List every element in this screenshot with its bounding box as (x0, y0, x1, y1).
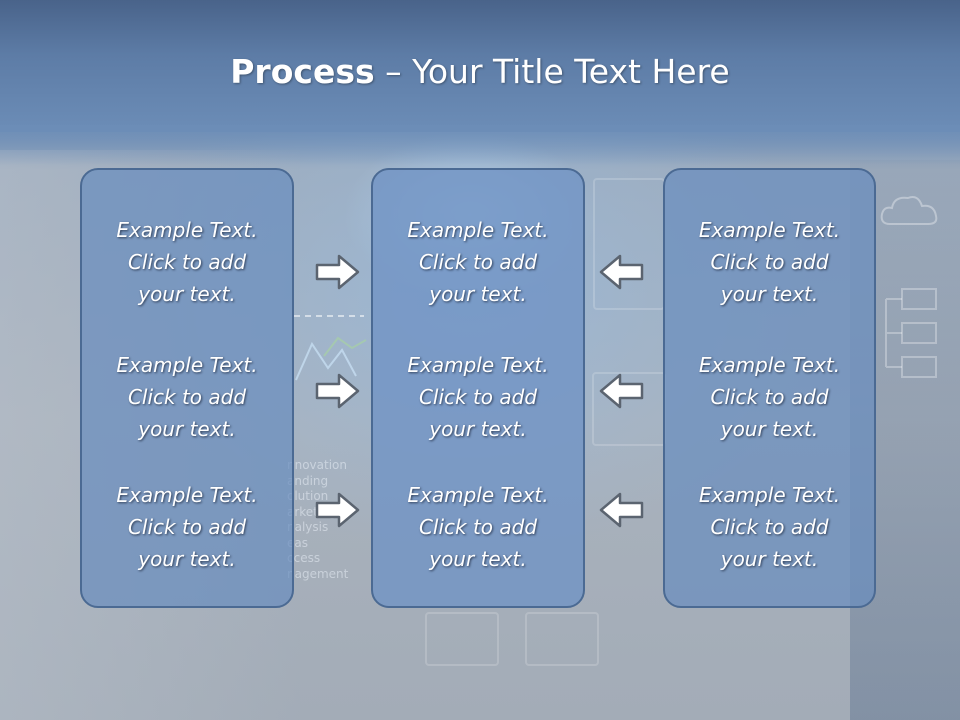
slide-title-bold: Process (230, 52, 375, 91)
text-block[interactable]: Example Text. Click to add your text. (373, 349, 583, 445)
text-line: your text. (720, 547, 819, 571)
left-arrow-icon[interactable] (597, 371, 645, 411)
background-word-list: nnovation anding olution arketing nalysi… (287, 458, 377, 582)
background-word: nalysis (287, 520, 329, 534)
text-line: Click to add (127, 515, 247, 539)
background-word: olution (287, 489, 329, 503)
process-box-left[interactable]: Example Text. Click to add your text. Ex… (80, 168, 294, 608)
text-line: Example Text. (407, 218, 549, 242)
cloud-icon (880, 196, 938, 225)
text-line: your text. (429, 417, 527, 441)
text-line: Click to add (418, 250, 538, 274)
text-line: Click to add (710, 385, 829, 409)
text-block[interactable]: Example Text. Click to add your text. (82, 214, 292, 310)
slide-title-rest: – Your Title Text Here (374, 52, 730, 91)
background-word: nnovation (287, 458, 347, 472)
line-graph-icon (294, 315, 367, 381)
text-line: Example Text. (116, 218, 258, 242)
text-line: Example Text. (698, 218, 841, 242)
background-word: nagement (287, 566, 349, 581)
title-band (0, 0, 960, 132)
right-arrow-icon[interactable] (314, 490, 362, 530)
process-box-middle[interactable]: Example Text. Click to add your text. Ex… (371, 168, 585, 608)
text-block[interactable]: Example Text. Click to add your text. (373, 479, 583, 575)
text-line: Example Text. (407, 483, 549, 507)
slide-title[interactable]: Process – Your Title Text Here (0, 52, 960, 91)
text-block[interactable]: Example Text. Click to add your text. (373, 214, 583, 310)
text-line: Click to add (418, 515, 538, 539)
background-word: ccess (287, 551, 321, 565)
text-block[interactable]: Example Text. Click to add your text. (665, 349, 874, 445)
right-arrow-icon[interactable] (314, 252, 362, 292)
text-line: your text. (138, 417, 236, 441)
process-box-right[interactable]: Example Text. Click to add your text. Ex… (663, 168, 876, 608)
background-frame (525, 612, 599, 666)
text-block[interactable]: Example Text. Click to add your text. (82, 479, 292, 575)
text-line: Example Text. (698, 353, 841, 377)
text-block[interactable]: Example Text. Click to add your text. (665, 479, 874, 575)
text-line: your text. (429, 547, 527, 571)
text-block[interactable]: Example Text. Click to add your text. (82, 349, 292, 445)
background-word: anding (287, 473, 329, 488)
title-band-fade (0, 125, 960, 165)
text-line: Click to add (127, 385, 247, 409)
text-line: your text. (138, 547, 236, 571)
text-line: your text. (429, 282, 527, 306)
text-line: Click to add (710, 515, 829, 539)
text-line: Example Text. (116, 353, 258, 377)
left-arrow-icon[interactable] (597, 490, 645, 530)
text-line: your text. (138, 282, 236, 306)
text-line: Example Text. (407, 353, 549, 377)
text-line: Click to add (127, 250, 247, 274)
text-line: Click to add (418, 385, 538, 409)
background-frame (425, 612, 499, 666)
text-line: your text. (720, 417, 819, 441)
right-arrow-icon[interactable] (314, 371, 362, 411)
text-line: your text. (720, 282, 819, 306)
text-line: Example Text. (698, 483, 841, 507)
text-line: Click to add (710, 250, 829, 274)
left-arrow-icon[interactable] (597, 252, 645, 292)
text-line: Example Text. (116, 483, 258, 507)
network-icon (885, 288, 937, 378)
background-word: eas (287, 535, 308, 550)
text-block[interactable]: Example Text. Click to add your text. (665, 214, 874, 310)
